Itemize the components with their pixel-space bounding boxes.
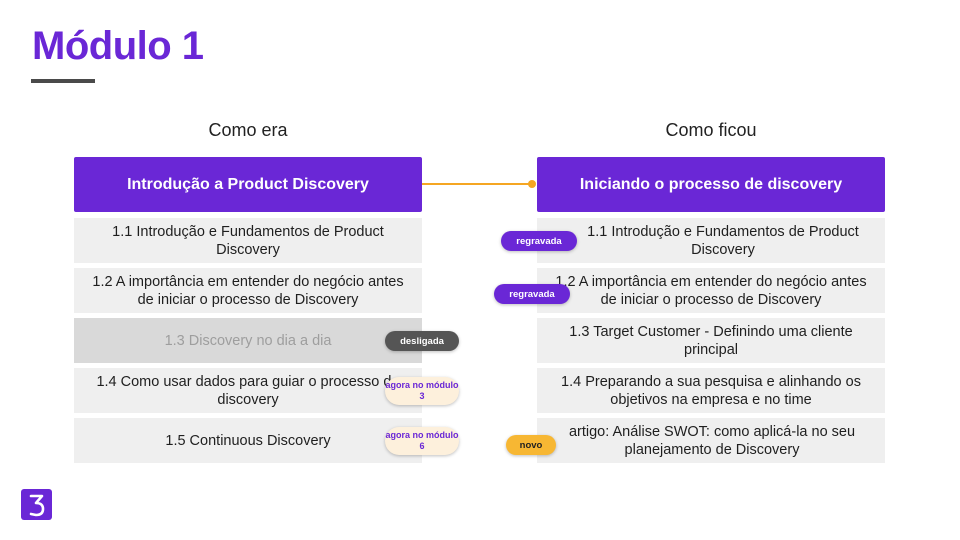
left-column-heading: Como era	[208, 120, 288, 140]
status-badge-moved-module-3: agora no módulo 3	[385, 377, 459, 405]
status-badge-novo: novo	[506, 435, 556, 455]
left-row-4: 1.4 Como usar dados para guiar o process…	[74, 368, 422, 413]
left-row-1: 1.1 Introdução e Fundamentos de Product …	[74, 218, 422, 263]
status-badge-desligada: desligada	[385, 331, 459, 351]
left-row-5: 1.5 Continuous Discovery	[74, 418, 422, 463]
right-row-2: 1.2 A importância em entender do negócio…	[537, 268, 885, 313]
logo-icon	[21, 489, 52, 520]
connector-dot	[528, 180, 536, 188]
status-badge-moved-module-6: agora no módulo 6	[385, 427, 459, 455]
left-row-3: 1.3 Discovery no dia a dia	[74, 318, 422, 363]
left-row-2: 1.2 A importância em entender do negócio…	[74, 268, 422, 313]
connector-line	[422, 183, 533, 185]
page-title: Módulo 1	[32, 24, 204, 68]
status-badge-regravada-2: regravada	[494, 284, 570, 304]
right-row-3: 1.3 Target Customer - Definindo uma clie…	[537, 318, 885, 363]
title-underline	[31, 79, 95, 83]
status-badge-regravada-1: regravada	[501, 231, 577, 251]
right-row-1: 1.1 Introdução e Fundamentos de Product …	[537, 218, 885, 263]
right-row-5: artigo: Análise SWOT: como aplicá-la no …	[537, 418, 885, 463]
right-row-4: 1.4 Preparando a sua pesquisa e alinhand…	[537, 368, 885, 413]
left-module-header: Introdução a Product Discovery	[74, 157, 422, 212]
right-module-header: Iniciando o processo de discovery	[537, 157, 885, 212]
right-column-heading: Como ficou	[665, 120, 757, 140]
